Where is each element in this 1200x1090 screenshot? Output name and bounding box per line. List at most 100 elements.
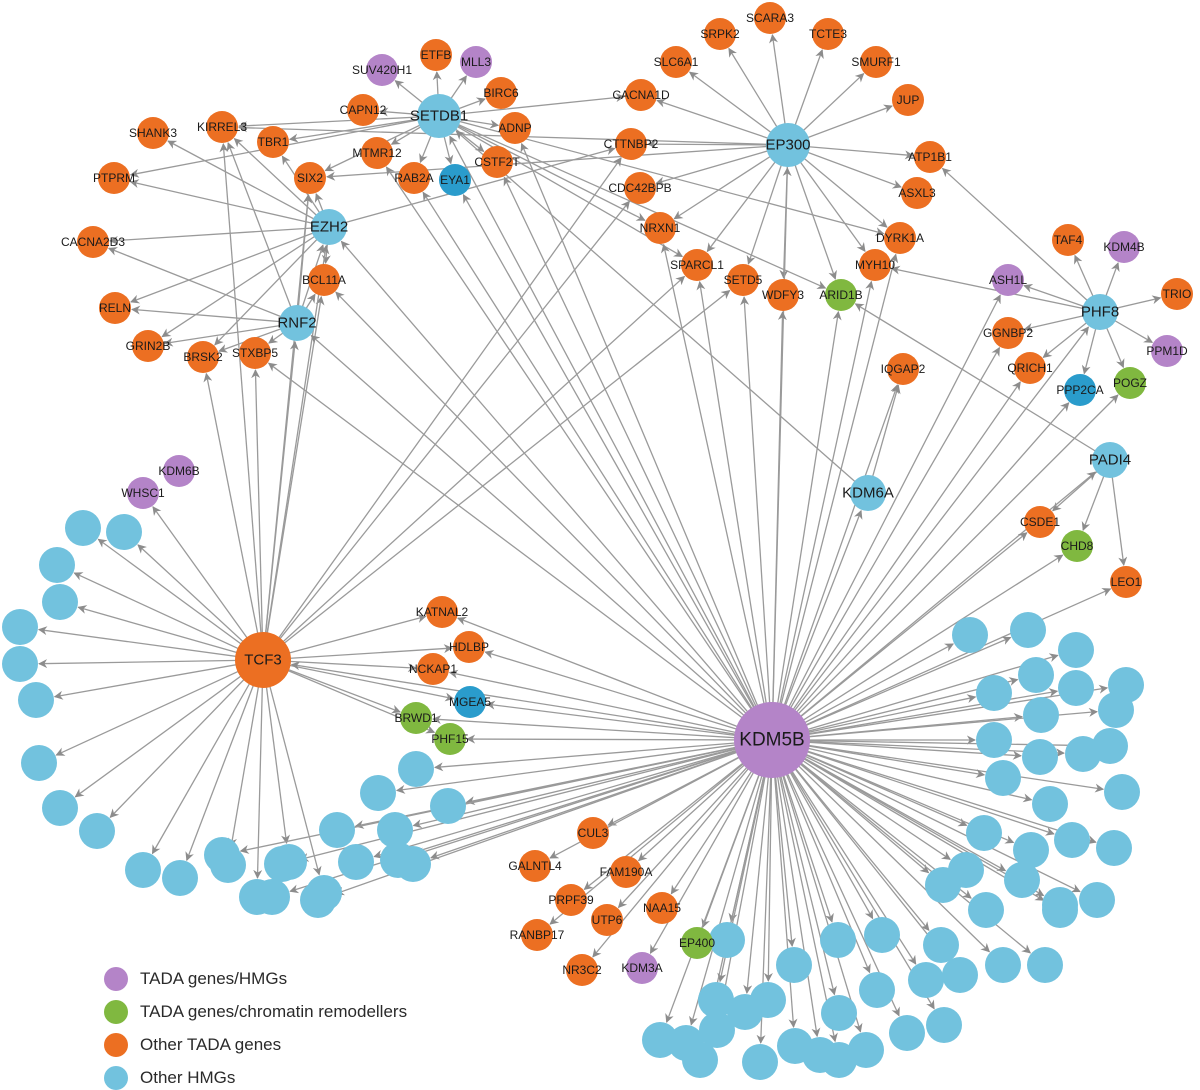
node-kdm6b[interactable]: KDM6B	[158, 455, 200, 487]
node-unlabeled-hmg[interactable]	[2, 646, 38, 682]
node-unlabeled-hmg[interactable]	[908, 962, 944, 998]
node-unlabeled-hmg[interactable]	[162, 860, 198, 896]
node-unlabeled-hmg[interactable]	[377, 812, 413, 848]
node-wdfy3[interactable]: WDFY3	[762, 279, 804, 311]
node-unlabeled-hmg[interactable]	[709, 922, 745, 958]
node-unlabeled-hmg[interactable]	[1054, 822, 1090, 858]
node-csde1[interactable]: CSDE1	[1020, 506, 1060, 538]
node-unlabeled-hmg[interactable]	[985, 947, 1021, 983]
node-ggnbp2[interactable]: GGNBP2	[983, 317, 1033, 349]
node-unlabeled-hmg[interactable]	[395, 846, 431, 882]
node-padi4[interactable]: PADI4	[1089, 442, 1131, 478]
node-unlabeled-hmg[interactable]	[1098, 692, 1134, 728]
node-leo1[interactable]: LEO1	[1110, 566, 1142, 598]
node-unlabeled-hmg[interactable]	[864, 917, 900, 953]
node-unlabeled-hmg[interactable]	[42, 790, 78, 826]
node-whsc1[interactable]: WHSC1	[121, 477, 165, 509]
node-kdm4b[interactable]: KDM4B	[1103, 231, 1145, 263]
node-bcl11a[interactable]: BCL11A	[302, 264, 346, 296]
node-unlabeled-hmg[interactable]	[966, 815, 1002, 851]
node-unlabeled-hmg[interactable]	[968, 892, 1004, 928]
node-unlabeled-hmg[interactable]	[926, 1007, 962, 1043]
node-tcf3[interactable]: TCF3	[235, 632, 291, 688]
node-iqgap2[interactable]: IQGAP2	[881, 353, 926, 385]
node-unlabeled-hmg[interactable]	[1058, 632, 1094, 668]
node-unlabeled-hmg[interactable]	[398, 751, 434, 787]
node-kdm5b[interactable]: KDM5B	[734, 702, 810, 778]
node-unlabeled-hmg[interactable]	[1010, 612, 1046, 648]
node-unlabeled-hmg[interactable]	[727, 994, 763, 1030]
node-mll3[interactable]: MLL3	[460, 46, 492, 78]
node-unlabeled-hmg[interactable]	[848, 1032, 884, 1068]
node-unlabeled-hmg[interactable]	[1096, 830, 1132, 866]
node-unlabeled-hmg[interactable]	[1104, 774, 1140, 810]
node-ezh2[interactable]: EZH2	[310, 209, 348, 245]
node-unlabeled-hmg[interactable]	[1013, 832, 1049, 868]
node-unlabeled-hmg[interactable]	[254, 879, 290, 915]
node-unlabeled-hmg[interactable]	[300, 882, 336, 918]
node-unlabeled-hmg[interactable]	[319, 812, 355, 848]
node-ppm1d[interactable]: PPM1D	[1146, 335, 1188, 367]
node-unlabeled-hmg[interactable]	[18, 682, 54, 718]
node-slc6a1[interactable]: SLC6A1	[654, 46, 699, 78]
node-unlabeled-hmg[interactable]	[1058, 670, 1094, 706]
node-jup[interactable]: JUP	[892, 84, 924, 116]
node-unlabeled-hmg[interactable]	[1022, 739, 1058, 775]
node-trio[interactable]: TRIO	[1161, 278, 1193, 310]
node-unlabeled-hmg[interactable]	[699, 1012, 735, 1048]
node-ppp2ca[interactable]: PPP2CA	[1056, 374, 1104, 406]
node-unlabeled-hmg[interactable]	[1032, 786, 1068, 822]
node-unlabeled-hmg[interactable]	[976, 675, 1012, 711]
node-six2[interactable]: SIX2	[294, 162, 326, 194]
node-ash1l[interactable]: ASH1L	[989, 264, 1027, 296]
node-setdb1[interactable]: SETDB1	[410, 94, 468, 138]
node-unlabeled-hmg[interactable]	[1004, 862, 1040, 898]
node-fam190a[interactable]: FAM190A	[600, 856, 653, 888]
node-stxbp5[interactable]: STXBP5	[232, 337, 278, 369]
node-unlabeled-hmg[interactable]	[642, 1022, 678, 1058]
node-ranbp17[interactable]: RANBP17	[510, 919, 565, 951]
node-mtmr12[interactable]: MTMR12	[352, 137, 402, 169]
node-unlabeled-hmg[interactable]	[39, 547, 75, 583]
node-unlabeled-hmg[interactable]	[985, 760, 1021, 796]
node-ep300[interactable]: EP300	[765, 123, 811, 167]
node-unlabeled-hmg[interactable]	[125, 852, 161, 888]
node-unlabeled-hmg[interactable]	[65, 510, 101, 546]
node-brsk2[interactable]: BRSK2	[183, 341, 223, 373]
node-cacna2d3[interactable]: CACNA2D3	[61, 226, 125, 258]
node-galntl4[interactable]: GALNTL4	[508, 850, 562, 882]
node-chd8[interactable]: CHD8	[1061, 530, 1094, 562]
node-unlabeled-hmg[interactable]	[1079, 882, 1115, 918]
node-prpf39[interactable]: PRPF39	[548, 884, 594, 916]
node-ptprm[interactable]: PTPRM	[93, 162, 135, 194]
node-phf8[interactable]: PHF8	[1081, 294, 1119, 330]
node-unlabeled-hmg[interactable]	[976, 722, 1012, 758]
node-unlabeled-hmg[interactable]	[1065, 736, 1101, 772]
node-smurf1[interactable]: SMURF1	[851, 46, 901, 78]
node-unlabeled-hmg[interactable]	[106, 514, 142, 550]
node-capn12[interactable]: CAPN12	[340, 94, 387, 126]
node-unlabeled-hmg[interactable]	[821, 995, 857, 1031]
node-adnp[interactable]: ADNP	[498, 112, 532, 144]
node-unlabeled-hmg[interactable]	[79, 813, 115, 849]
node-utp6[interactable]: UTP6	[591, 904, 623, 936]
node-qrich1[interactable]: QRICH1	[1007, 352, 1053, 384]
node-unlabeled-hmg[interactable]	[2, 609, 38, 645]
node-unlabeled-hmg[interactable]	[682, 1042, 718, 1078]
node-unlabeled-hmg[interactable]	[925, 867, 961, 903]
node-birc6[interactable]: BIRC6	[483, 77, 519, 109]
node-reln[interactable]: RELN	[99, 292, 131, 324]
node-tcte3[interactable]: TCTE3	[809, 18, 847, 50]
node-etfb[interactable]: ETFB	[420, 39, 452, 71]
node-unlabeled-hmg[interactable]	[1023, 697, 1059, 733]
node-kdm3a[interactable]: KDM3A	[621, 952, 663, 984]
node-cstf2t[interactable]: CSTF2T	[474, 146, 520, 178]
node-unlabeled-hmg[interactable]	[942, 957, 978, 993]
node-arid1b[interactable]: ARID1B	[819, 279, 863, 311]
node-nckap1[interactable]: NCKAP1	[409, 653, 457, 685]
node-pogz[interactable]: POGZ	[1113, 367, 1147, 399]
node-mgea5[interactable]: MGEA5	[449, 686, 491, 718]
node-katnal2[interactable]: KATNAL2	[416, 596, 469, 628]
node-eya1[interactable]: EYA1	[439, 164, 471, 196]
node-nrxn1[interactable]: NRXN1	[640, 212, 681, 244]
